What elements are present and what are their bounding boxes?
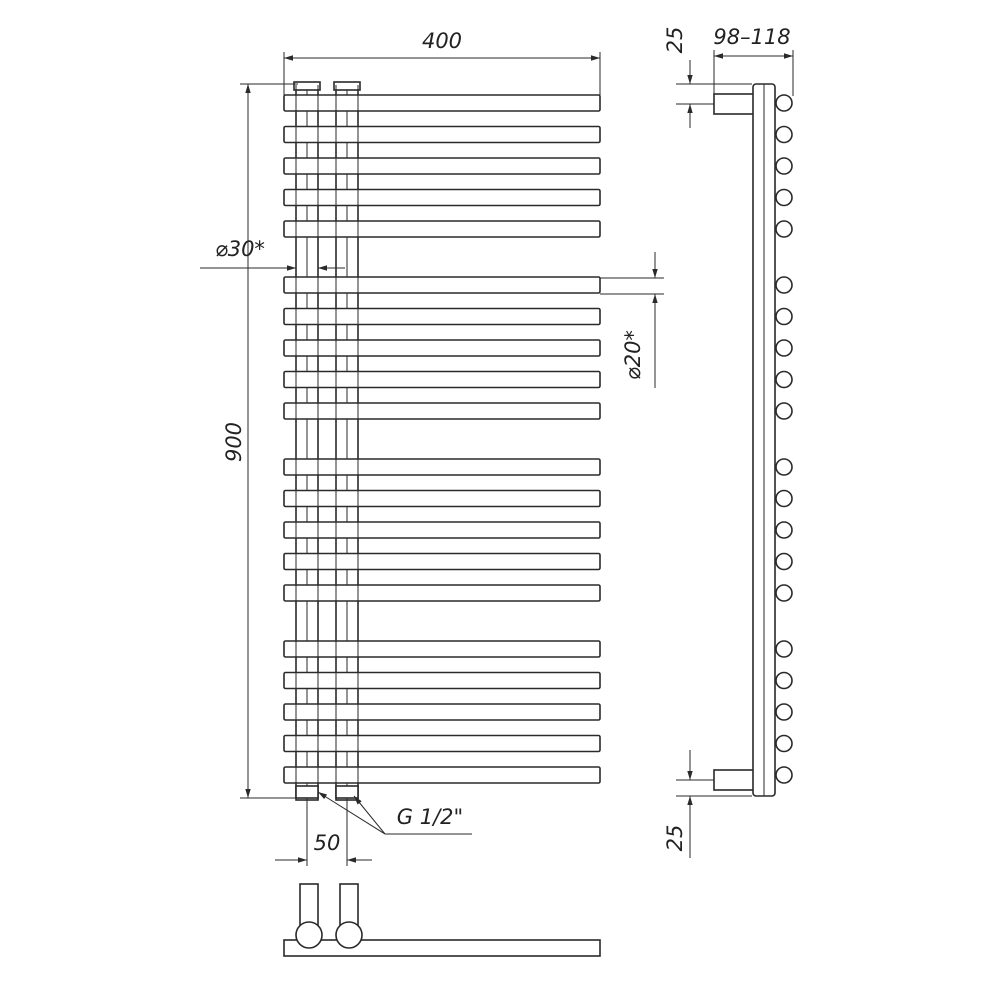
tube-row (283, 521, 601, 539)
dimension-connection-thread: G 1/2" (317, 791, 472, 835)
side-tube-ends (775, 94, 793, 784)
tube-row (283, 157, 601, 175)
dimension-collector-diameter: ⌀30* (200, 237, 345, 271)
plan-collector-right (335, 921, 363, 949)
side-tube-end (775, 703, 793, 721)
side-tube-end (775, 671, 793, 690)
side-tube-end (775, 220, 793, 238)
bottom-view (283, 883, 601, 957)
tube-row (283, 458, 601, 476)
dimension-tube-diameter: ⌀20* (600, 252, 664, 388)
top-offset-label: 25 (663, 27, 687, 54)
tube-rows (283, 94, 601, 784)
dimension-depth: 98–118 (713, 25, 794, 96)
connection-thread-label: G 1/2" (397, 805, 463, 829)
dimension-height: 900 (222, 83, 298, 799)
dimension-width: 400 (283, 29, 601, 96)
side-tube-end (775, 766, 793, 784)
side-tube-end (775, 584, 793, 602)
side-tube-end (775, 307, 793, 326)
tube-row (283, 188, 601, 207)
side-tube-end (775, 734, 793, 753)
side-tube-end (775, 402, 793, 420)
tube-row (283, 552, 601, 571)
tube-row (283, 703, 601, 721)
side-tube-end (775, 339, 793, 357)
tube-row (283, 94, 601, 112)
side-tube-end (775, 552, 793, 571)
front-view (283, 81, 601, 801)
tube-row (283, 734, 601, 753)
collector-diameter-label: ⌀30* (215, 237, 265, 261)
tube-row (283, 125, 601, 144)
side-tube-end (775, 276, 793, 294)
center-distance-label: 50 (314, 831, 341, 855)
depth-label: 98–118 (713, 25, 790, 49)
side-tube-end (775, 521, 793, 539)
tube-row (283, 339, 601, 357)
tube-row (283, 402, 601, 420)
width-label: 400 (422, 29, 462, 53)
tube-row (283, 276, 601, 294)
collector-cap-left (293, 81, 321, 91)
side-tube-end (775, 640, 793, 658)
side-tube-end (775, 94, 793, 112)
tube-row (283, 370, 601, 389)
side-tube-end (775, 188, 793, 207)
dimension-center-distance: 50 (275, 800, 372, 866)
side-tube-end (775, 370, 793, 389)
tube-row (283, 640, 601, 658)
dimension-bottom-offset: 25 (663, 750, 752, 858)
bottom-offset-label: 25 (663, 825, 687, 852)
side-tube-end (775, 157, 793, 175)
plan-collector-left (295, 921, 323, 949)
collector-cap-right (333, 81, 361, 91)
side-tube-end (775, 125, 793, 144)
tube-row (283, 220, 601, 238)
top-wall-bracket (713, 93, 755, 115)
tube-row (283, 307, 601, 326)
height-label: 900 (222, 422, 246, 462)
connection-nipple-left (295, 785, 319, 799)
tube-row (283, 489, 601, 508)
tube-row (283, 584, 601, 602)
side-tube-end (775, 489, 793, 508)
bottom-wall-bracket (713, 769, 755, 791)
tube-row (283, 671, 601, 690)
tube-row (283, 766, 601, 784)
side-view (713, 83, 793, 797)
tube-diameter-label: ⌀20* (621, 330, 645, 380)
plan-tube (283, 939, 601, 957)
side-tube-end (775, 458, 793, 476)
